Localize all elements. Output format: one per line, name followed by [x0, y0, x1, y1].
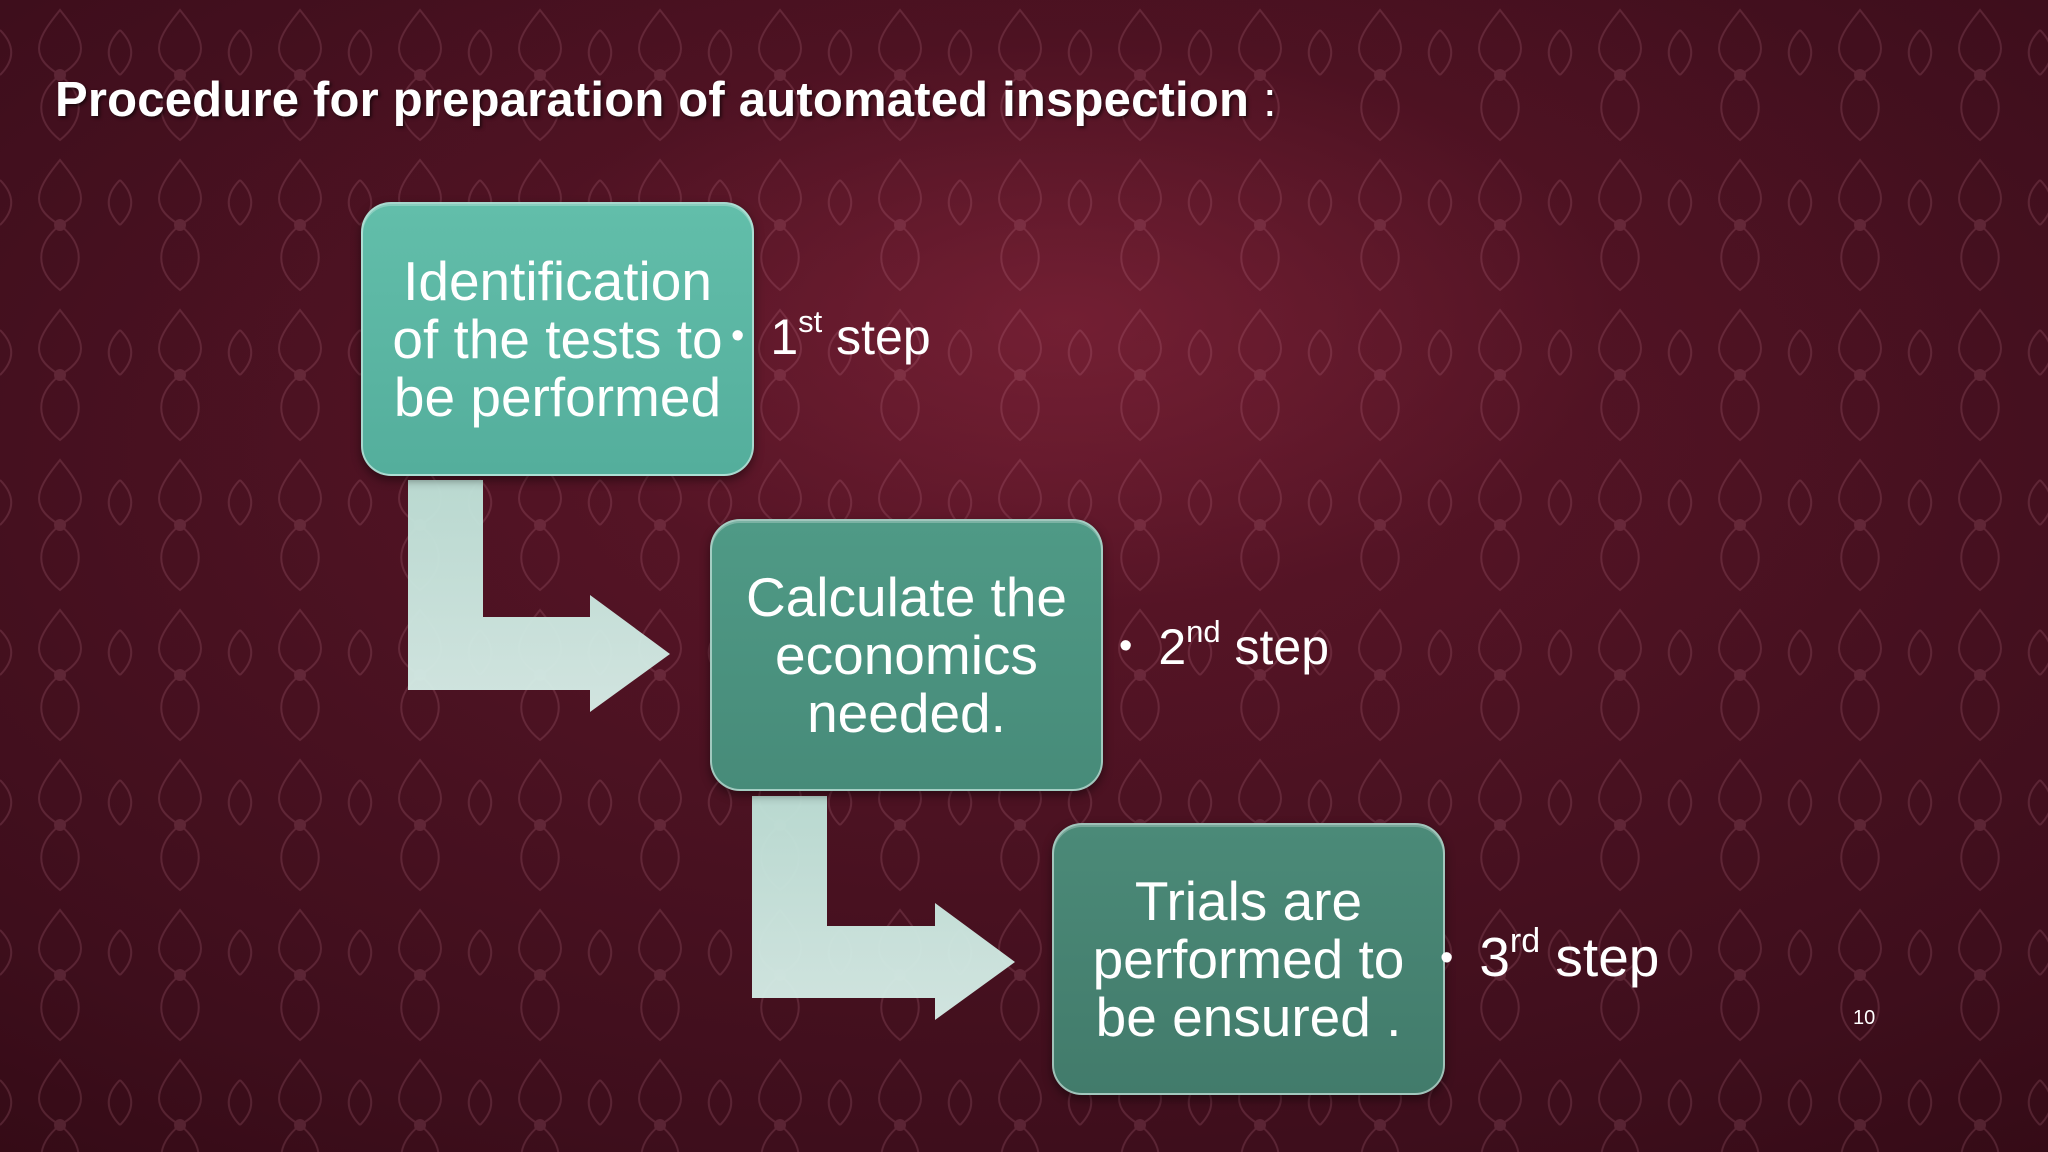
- bullet-icon: •: [1119, 625, 1133, 667]
- bent-arrow-1: [408, 480, 670, 712]
- page-number: 10: [1853, 1007, 1876, 1029]
- step-3-box-text: Trials are performed to be ensured .: [1092, 870, 1405, 1048]
- bent-arrow-2: [752, 796, 1015, 1020]
- step-2-box: Calculate the economics needed.: [710, 519, 1103, 791]
- step-1-box: Identification of the tests to be perfor…: [361, 202, 754, 476]
- bullet-icon: •: [1440, 937, 1454, 979]
- bullet-icon: •: [731, 315, 745, 357]
- step-3-box: Trials are performed to be ensured .: [1052, 823, 1445, 1095]
- step-2-box-text: Calculate the economics needed.: [745, 566, 1068, 744]
- slide-title: Procedure for preparation of automated i…: [55, 73, 1277, 127]
- step-1-box-text: Identification of the tests to be perfor…: [392, 250, 723, 428]
